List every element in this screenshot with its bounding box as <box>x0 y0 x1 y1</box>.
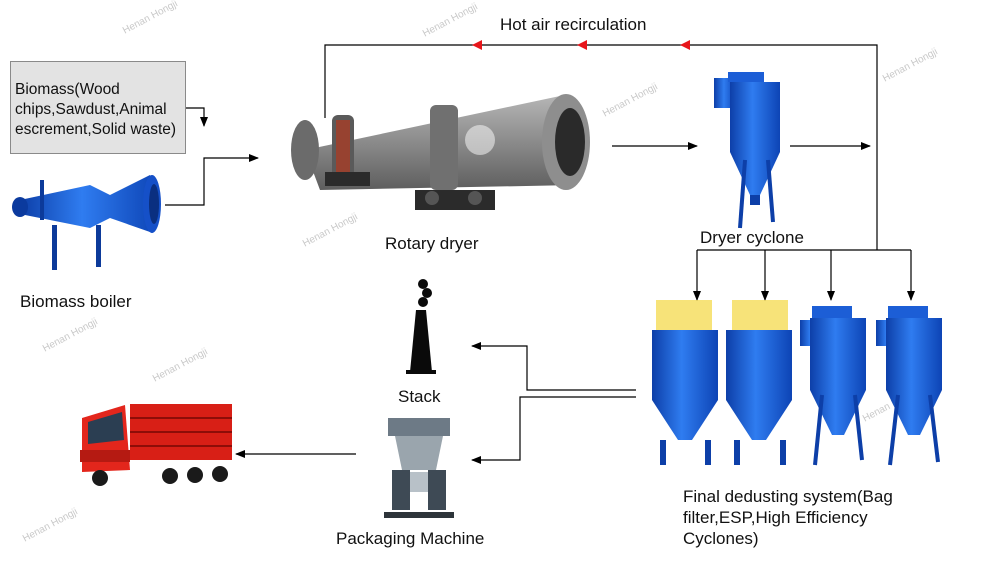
biomass-input-box: Biomass(Wood chips,Sawdust,Animal escrem… <box>10 61 186 154</box>
packaging-machine-label: Packaging Machine <box>336 529 485 548</box>
packaging-machine-illustration <box>384 418 454 518</box>
rotary-dryer-illustration <box>291 94 590 210</box>
dedusting-to-packaging-line <box>471 396 636 464</box>
dryer-cyclone-label: Dryer cyclone <box>700 228 804 247</box>
connector-lines <box>165 44 915 464</box>
stack-label: Stack <box>398 387 441 406</box>
boiler-to-dryer-line <box>165 154 259 206</box>
input-to-dryer-line <box>186 107 208 127</box>
final-dedusting-system-label: Final dedusting system(Bag filter,ESP,Hi… <box>683 487 893 548</box>
truck-illustration <box>80 404 232 486</box>
high-efficiency-cyclone-2-illustration <box>876 306 942 466</box>
biomass-boiler-label: Biomass boiler <box>20 292 132 311</box>
recirculation-arrows <box>472 40 690 50</box>
bag-filter-2-illustration <box>726 300 792 465</box>
hot-air-recirculation-label: Hot air recirculation <box>500 15 647 34</box>
biomass-boiler-illustration <box>12 175 161 270</box>
biomass-input-label: Biomass(Wood chips,Sawdust,Animal escrem… <box>15 81 177 138</box>
stack-illustration <box>406 279 436 374</box>
high-efficiency-cyclone-1-illustration <box>800 306 866 466</box>
dryer-cyclone-illustration <box>714 72 780 229</box>
rotary-dryer-label: Rotary dryer <box>385 234 479 253</box>
bag-filter-1-illustration <box>652 300 718 465</box>
hot-air-recirculation-line <box>324 44 878 250</box>
dedusting-to-stack-line <box>471 342 636 391</box>
